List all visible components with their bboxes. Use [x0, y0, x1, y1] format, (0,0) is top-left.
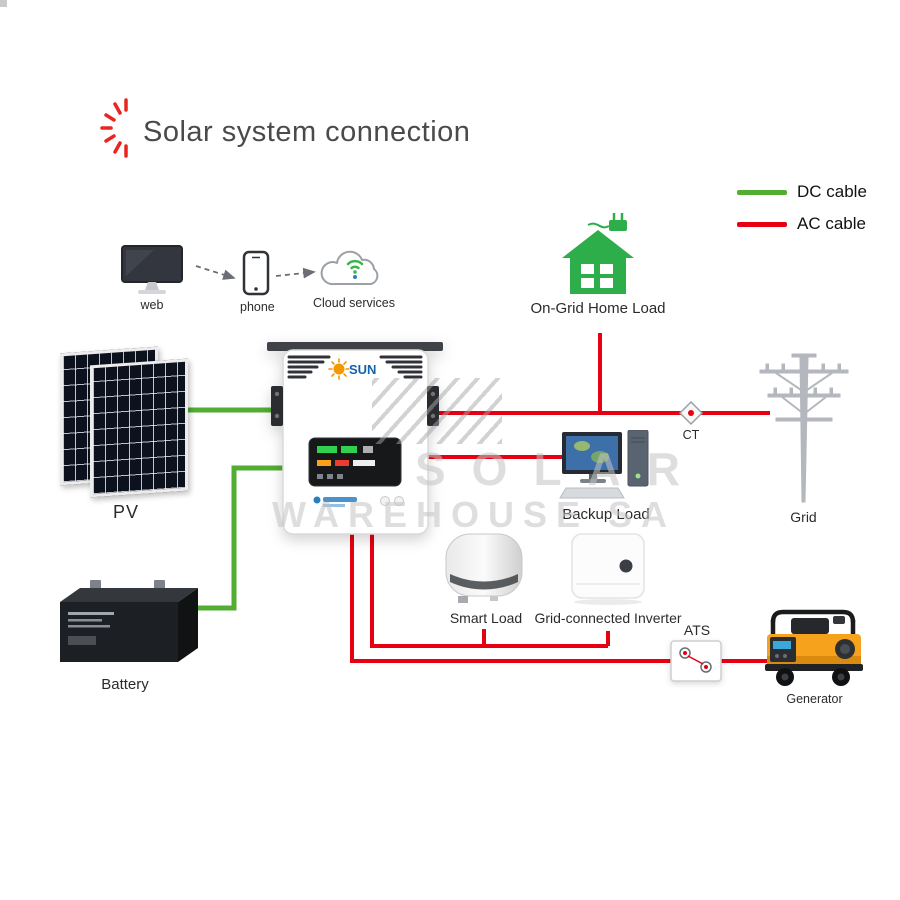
- inverter-icon: SUN: [267, 342, 443, 535]
- generator-icon: [765, 609, 863, 686]
- dc-cable-swatch: [737, 189, 787, 195]
- generator-label: Generator: [786, 692, 843, 706]
- burst-icon: [100, 98, 128, 158]
- grid-node: Grid: [756, 350, 851, 525]
- backup-load-node: Backup Load: [556, 430, 656, 523]
- dc-cable-legend: DC cable: [737, 176, 867, 208]
- battery-node: Battery: [50, 572, 200, 693]
- pv-label: PV: [112, 502, 139, 522]
- corner-artifact: [0, 0, 7, 7]
- pv-node: PV: [60, 346, 192, 522]
- cloud-icon: [320, 250, 379, 286]
- inverter-bracket-left: [271, 386, 283, 426]
- ct-label: CT: [682, 428, 700, 442]
- grid-label: Grid: [790, 509, 817, 525]
- solar-panel-icon: [90, 358, 188, 498]
- utility-pole-icon: [759, 353, 849, 503]
- ac-line-inverter-loads: [370, 520, 608, 648]
- home-load-node: On-Grid Home Load: [518, 210, 678, 317]
- ats-box-icon: [670, 640, 722, 682]
- battery-icon: [60, 580, 198, 662]
- dc-cable-label: DC cable: [797, 182, 867, 201]
- ac-line-inverter-ats: [350, 520, 671, 663]
- ac-cable-legend: AC cable: [737, 208, 867, 240]
- gci-node: Grid-connected Inverter: [533, 532, 683, 626]
- computer-icon: [559, 430, 649, 499]
- ats-node: [670, 640, 722, 682]
- cloud-node: Cloud services: [312, 246, 396, 310]
- ct-sensor-icon: [678, 400, 704, 426]
- home-load-label: On-Grid Home Load: [530, 300, 666, 317]
- dashed-arrow-phone-cloud: [275, 267, 316, 279]
- battery-label: Battery: [101, 676, 149, 693]
- phone-node: phone: [240, 250, 275, 314]
- ac-cable-label: AC cable: [797, 214, 866, 233]
- cable-legend: DC cable AC cable: [737, 176, 867, 240]
- smart-load-node: Smart Load: [438, 532, 534, 626]
- gci-box-icon: [571, 533, 645, 605]
- inverter-node: SUN: [265, 342, 445, 542]
- gci-label: Grid-connected Inverter: [534, 610, 682, 626]
- water-heater-icon: [445, 533, 523, 603]
- phone-icon: [242, 250, 270, 296]
- dashed-arrow-web-phone: [195, 265, 236, 280]
- smart-load-label: Smart Load: [449, 610, 523, 626]
- generator-node: Generator: [757, 600, 872, 706]
- cloud-services-label: Cloud services: [313, 296, 395, 310]
- diagram-title: Solar system connection: [143, 116, 471, 148]
- inverter-brand-text: SUN: [349, 362, 376, 377]
- house-icon: [562, 213, 634, 294]
- web-node: web: [118, 244, 186, 312]
- backup-load-label: Backup Load: [562, 506, 650, 523]
- web-label: web: [140, 298, 164, 312]
- ats-label: ATS: [683, 622, 711, 638]
- dc-line-battery-inverter: [170, 465, 290, 611]
- monitor-icon: [121, 245, 183, 294]
- ct-node: CT: [677, 399, 705, 442]
- phone-label: phone: [240, 300, 275, 314]
- ac-cable-swatch: [737, 221, 787, 227]
- sun-logo-icon: [333, 363, 345, 375]
